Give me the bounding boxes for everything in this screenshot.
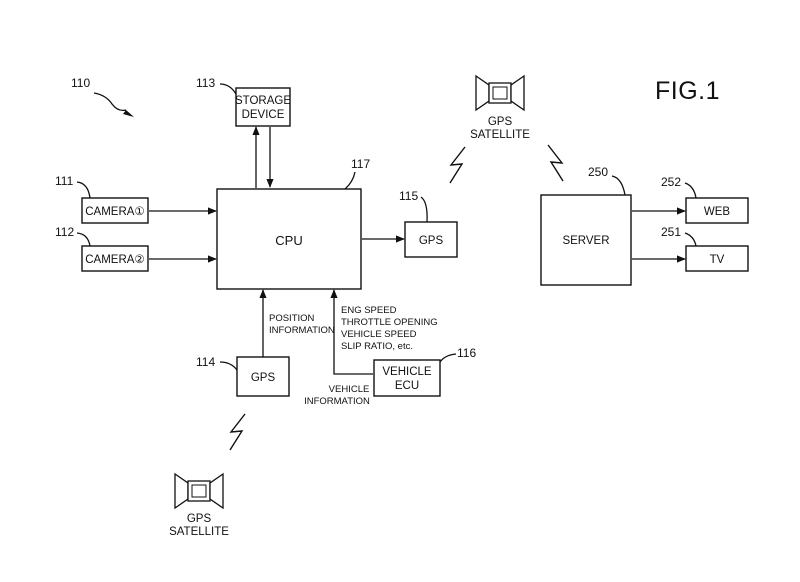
ref-117-leader (344, 171, 356, 190)
ref-110-arrowhead (123, 110, 134, 117)
ecu-data-line1: ENG SPEED (341, 305, 397, 316)
satellite-bottom-label-line1: GPS (187, 513, 212, 525)
server-box (540, 194, 632, 286)
ref-116-leader (439, 353, 457, 363)
figure-title: FIG.1 (655, 77, 720, 105)
cpu-box (216, 188, 362, 290)
camera2-label: CAMERA② (85, 254, 145, 266)
camera1-label: CAMERA① (85, 206, 145, 218)
camera2-box (81, 245, 149, 272)
satellite-bottom-label-line2: SATELLITE (169, 526, 229, 538)
ref-110: 110 (71, 76, 90, 90)
vehicle-info-line2: INFORMATION (304, 396, 370, 407)
gps-114-label: GPS (251, 372, 276, 384)
vehicle-ecu-box (373, 359, 441, 397)
tv-box (685, 245, 749, 272)
tv-label: TV (710, 254, 725, 266)
ref-114: 114 (196, 355, 215, 369)
ref-252-leader (684, 182, 697, 199)
vehicle-ecu-label-line1: VEHICLE (382, 366, 432, 378)
wireless-link-gps115-icon (449, 146, 466, 184)
ref-250-leader (611, 175, 626, 196)
web-label: WEB (704, 206, 731, 218)
vehicle-ecu-label-line2: ECU (395, 380, 419, 392)
ref-112-leader (76, 232, 91, 247)
ref-116: 116 (457, 346, 476, 360)
ref-115: 115 (399, 189, 418, 203)
wireless-link-server-icon (547, 144, 564, 182)
satellite-bottom-icon (174, 473, 224, 509)
position-info-line2: INFORMATION (269, 325, 335, 336)
satellite-top-icon (475, 75, 525, 111)
vehicle-info-line1: VEHICLE (329, 384, 370, 395)
cpu-label: CPU (275, 233, 302, 248)
ref-110-leader (93, 92, 127, 112)
ref-117: 117 (351, 157, 370, 171)
ref-250: 250 (588, 165, 608, 179)
gps-114-box (236, 356, 290, 397)
ref-113: 113 (196, 76, 215, 90)
ref-115-leader (420, 196, 428, 223)
arrow-ecu-to-cpu (330, 289, 373, 375)
server-label: SERVER (562, 235, 609, 247)
ref-251: 251 (661, 225, 681, 239)
ref-113-leader (219, 83, 237, 95)
ref-252: 252 (661, 175, 681, 189)
gps-115-box (404, 221, 458, 258)
satellite-top-label-line2: SATELLITE (470, 129, 530, 141)
ecu-data-line4: SLIP RATIO, etc. (341, 341, 413, 352)
gps-115-label: GPS (419, 235, 444, 247)
satellite-top-label-line1: GPS (488, 116, 513, 128)
ref-111: 111 (55, 174, 74, 188)
storage-device-label-line1: STORAGE (235, 95, 291, 107)
wireless-link-gps114-icon (229, 413, 246, 451)
ref-111-leader (76, 181, 91, 199)
storage-device-box (235, 87, 291, 127)
web-box (685, 197, 749, 224)
ref-112: 112 (55, 225, 74, 239)
storage-device-label-line2: DEVICE (242, 109, 285, 121)
ref-114-leader (219, 361, 238, 371)
ecu-data-line2: THROTTLE OPENING (341, 317, 438, 328)
ref-251-leader (684, 232, 697, 247)
position-info-line1: POSITION (269, 313, 315, 324)
ecu-data-line3: VEHICLE SPEED (341, 329, 417, 340)
camera1-box (81, 197, 149, 224)
